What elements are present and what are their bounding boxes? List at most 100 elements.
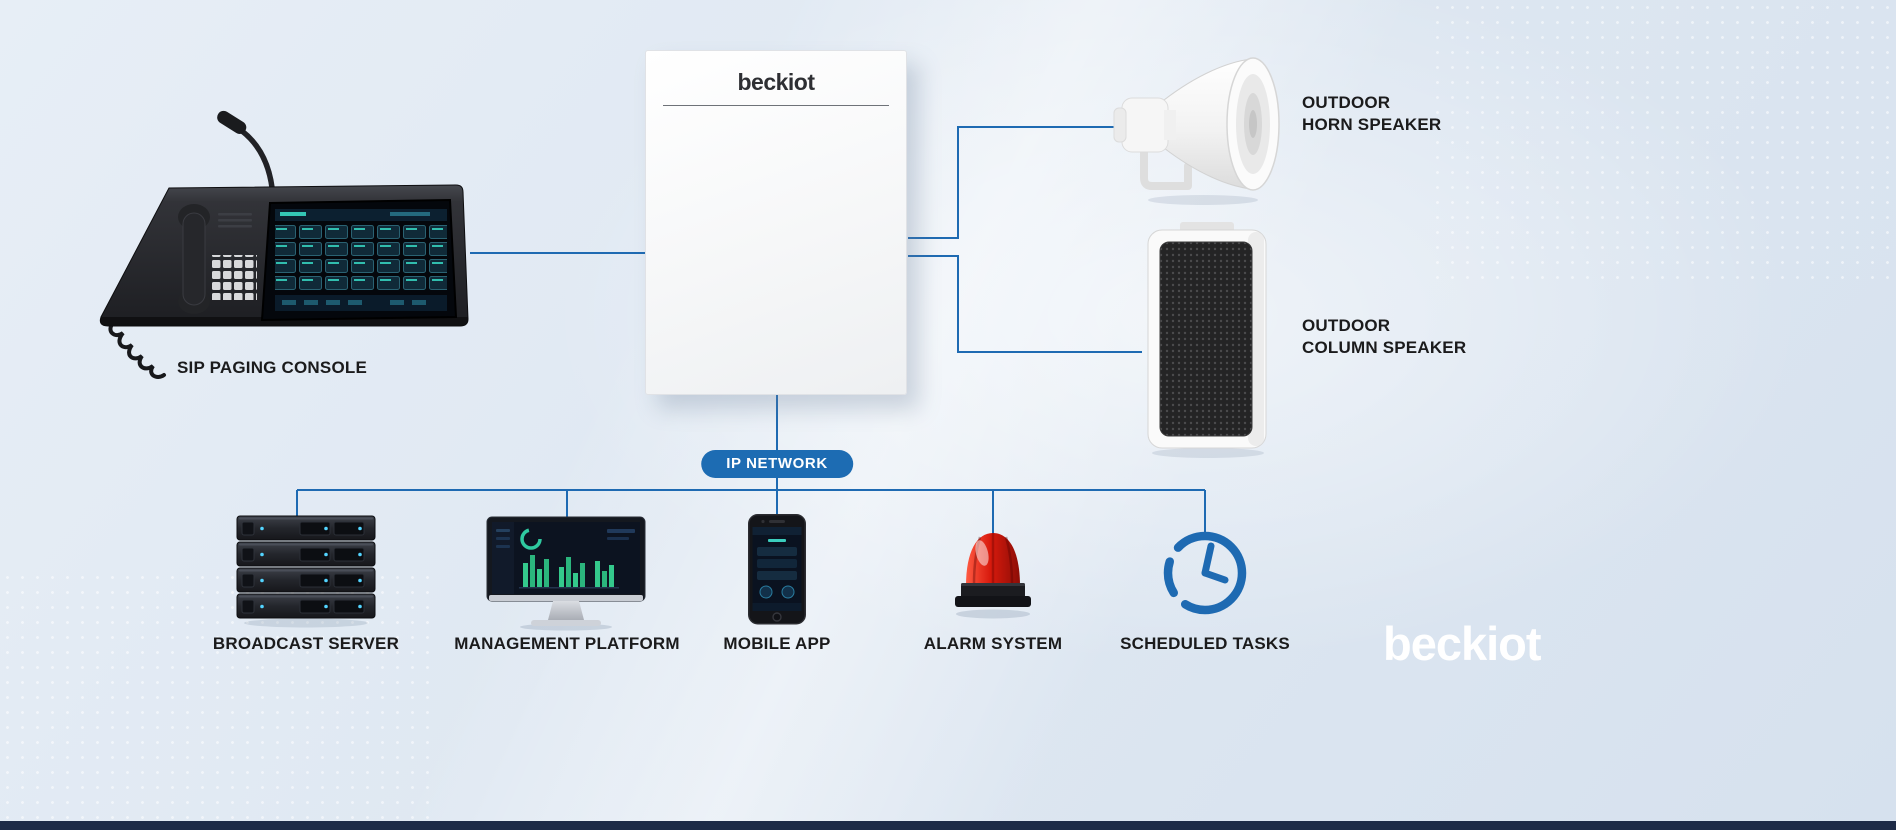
phone-home-button — [772, 612, 782, 622]
alarm-shadow — [956, 609, 1030, 619]
ip-network-badge: IP NETWORK — [701, 450, 853, 478]
screen-button-dash — [282, 300, 296, 305]
mobile-app-phone — [748, 514, 806, 626]
label-outdoor-column-speaker-line2: COLUMN SPEAKER — [1302, 338, 1467, 357]
alarm-rib — [1004, 536, 1014, 585]
monitor-stand — [548, 601, 584, 620]
label-alarm-system: ALARM SYSTEM — [923, 634, 1063, 653]
app-title-dash — [768, 539, 786, 542]
background-dots-top-right — [1430, 0, 1896, 280]
label-outdoor-horn-speaker-line2: HORN SPEAKER — [1302, 115, 1442, 134]
server-rack-unit — [236, 541, 376, 567]
server-rack-unit — [236, 593, 376, 619]
monitor-chin — [489, 595, 643, 601]
dashboard-gauge — [520, 528, 542, 550]
server-shadow — [244, 618, 368, 628]
clock-icon — [1163, 531, 1247, 615]
alarm-system-icon — [955, 533, 1031, 619]
column-shadow — [1152, 448, 1264, 458]
clock-minute-hand — [1201, 542, 1215, 577]
server-rack-unit — [236, 567, 376, 593]
label-outdoor-column-speaker: OUTDOOR COLUMN SPEAKER — [1302, 315, 1466, 359]
screen-button-dash — [412, 300, 426, 305]
app-row — [757, 559, 797, 568]
alarm-beacon — [953, 522, 1033, 622]
column-grille — [1159, 241, 1253, 437]
column-speaker-icon — [1147, 222, 1267, 458]
dashboard-dash — [607, 529, 635, 533]
alarm-base — [961, 583, 1025, 599]
dashboard-dash — [607, 537, 629, 540]
sip-paging-console — [90, 105, 475, 379]
wire-controller-column — [908, 255, 1142, 353]
brand-watermark: beckiot — [1383, 617, 1542, 670]
phone-camera — [761, 519, 765, 524]
sidebar-dash — [496, 529, 510, 532]
server-rack-unit — [236, 515, 376, 541]
alarm-highlight — [975, 540, 989, 566]
alarm-flange — [955, 596, 1031, 607]
dashboard-sidebar — [492, 522, 514, 594]
screen-title-dash — [280, 212, 306, 216]
horn-speaker-icon — [1113, 57, 1280, 205]
horn-neck — [1164, 110, 1176, 140]
label-broadcast-server: BROADCAST SERVER — [212, 634, 400, 653]
clock-ring — [1163, 531, 1247, 615]
management-platform-monitor — [486, 516, 647, 631]
app-button — [781, 585, 795, 599]
dashboard-bars — [523, 555, 614, 587]
mobile-app-icon — [748, 514, 806, 625]
sidebar-dash — [496, 537, 510, 540]
label-management-platform: MANAGEMENT PLATFORM — [454, 634, 680, 653]
screen-button-dash — [326, 300, 340, 305]
app-statusbar — [752, 527, 802, 535]
clock-strokes — [1163, 531, 1247, 615]
sidebar-dash — [496, 545, 510, 548]
footer-bar — [0, 821, 1896, 830]
handset-body — [182, 212, 206, 306]
monitor-base — [531, 620, 601, 626]
phone-earpiece — [769, 520, 785, 523]
console-front-edge — [100, 317, 469, 326]
label-outdoor-horn-speaker: OUTDOOR HORN SPEAKER — [1302, 92, 1441, 136]
label-sip-paging-console: SIP PAGING CONSOLE — [176, 358, 368, 377]
horn-shadow — [1148, 195, 1258, 205]
sip-paging-console-icon — [99, 110, 469, 379]
label-outdoor-column-speaker-line1: OUTDOOR — [1302, 316, 1391, 335]
screen-button-dash — [304, 300, 318, 305]
controller-logo: beckiot — [737, 69, 815, 95]
management-platform-icon — [486, 516, 646, 631]
ip-network-badge-label: IP NETWORK — [726, 455, 828, 472]
horn-bracket — [1140, 144, 1192, 190]
screen-button-dash — [390, 300, 404, 305]
app-row — [757, 571, 797, 580]
screen-status-dash — [390, 212, 430, 216]
outdoor-horn-speaker — [1108, 48, 1293, 208]
speaker-slot — [218, 213, 252, 216]
wire-controller-horn — [908, 126, 1120, 239]
horn-driver — [1121, 97, 1169, 153]
horn-rear-cap — [1113, 107, 1127, 143]
chart-baseline — [519, 587, 619, 589]
screen-button-dash — [348, 300, 362, 305]
mic-capsule — [217, 110, 247, 134]
app-button — [759, 585, 773, 599]
ip-audio-controller: beckiot — [645, 50, 907, 395]
label-mobile-app: MOBILE APP — [723, 634, 831, 653]
console-keypad — [212, 255, 257, 300]
speaker-slot — [218, 225, 252, 228]
horn-throat — [1249, 110, 1257, 138]
broadcast-server — [236, 515, 376, 628]
label-outdoor-horn-speaker-line1: OUTDOOR — [1302, 93, 1391, 112]
label-scheduled-tasks: SCHEDULED TASKS — [1120, 634, 1290, 653]
app-dock — [752, 603, 802, 611]
outdoor-column-speaker — [1140, 222, 1275, 460]
alarm-base-highlight — [961, 583, 1025, 586]
screen-zone-grid — [275, 225, 447, 291]
clock-hour-hand — [1201, 569, 1229, 584]
scheduled-tasks-clock — [1158, 526, 1252, 620]
controller-divider — [663, 105, 889, 106]
app-row — [757, 547, 797, 556]
